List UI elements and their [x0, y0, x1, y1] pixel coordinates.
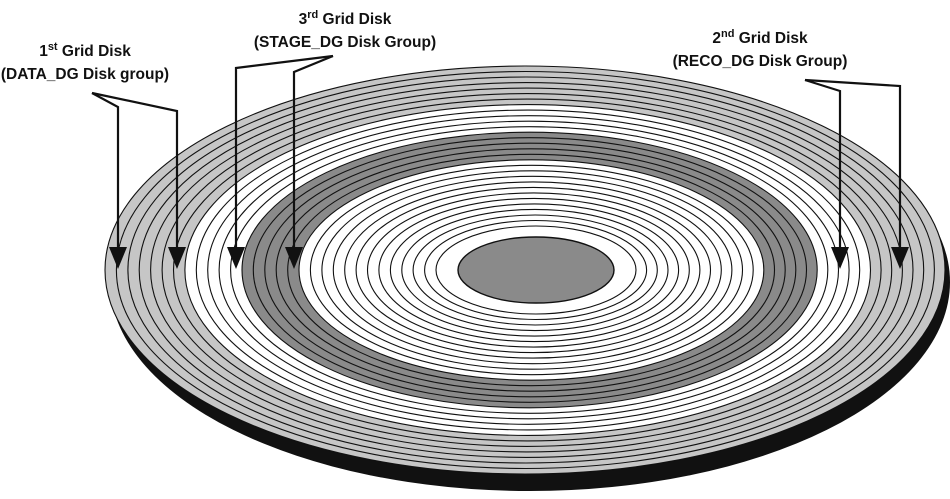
- arrow-disk3-inner-head: [285, 247, 303, 269]
- disk3-ordinal: 3: [299, 11, 308, 28]
- disk2-group: (RECO_DG Disk Group): [673, 53, 848, 70]
- disk1-group: (DATA_DG Disk group): [1, 66, 169, 83]
- arrow-disk1-outer-leader: [91, 92, 120, 252]
- label-disk3: 3rd Grid Disk (STAGE_DG Disk Group): [254, 9, 436, 51]
- disk1-title: Grid Disk: [58, 43, 132, 60]
- disk2-ordinal-suffix: nd: [721, 28, 734, 40]
- arrow-disk3-inner-leader: [292, 54, 334, 252]
- disk1-ordinal-suffix: st: [48, 41, 58, 53]
- arrow-disk1-inner-leader: [91, 91, 179, 252]
- arrow-disk3-outer-leader: [234, 54, 334, 252]
- disk3-ordinal-suffix: rd: [307, 9, 318, 21]
- arrow-disk1-inner-head: [168, 247, 186, 269]
- label-disk1: 1st Grid Disk (DATA_DG Disk group): [1, 41, 169, 83]
- arrow-disk3-outer-head: [227, 247, 245, 269]
- svg-text:2nd Grid Disk: 2nd Grid Disk: [712, 28, 808, 47]
- leader-arrows: [91, 54, 909, 269]
- arrow-disk2-outer-leader: [804, 78, 902, 252]
- arrow-disk1-outer-head: [109, 247, 127, 269]
- arrow-disk2-inner-head: [831, 247, 849, 269]
- disk2-ordinal: 2: [712, 30, 721, 47]
- arrow-disk2-inner-leader: [804, 78, 842, 252]
- svg-text:1st Grid Disk: 1st Grid Disk: [39, 41, 131, 60]
- svg-text:3rd Grid Disk: 3rd Grid Disk: [299, 9, 392, 28]
- disk3-title: Grid Disk: [318, 11, 392, 28]
- arrow-disk2-outer-head: [891, 247, 909, 269]
- platter-hub: [457, 236, 615, 304]
- label-disk2: 2nd Grid Disk (RECO_DG Disk Group): [673, 28, 848, 70]
- disk2-title: Grid Disk: [734, 30, 808, 47]
- disk1-ordinal: 1: [39, 43, 48, 60]
- disk3-group: (STAGE_DG Disk Group): [254, 34, 436, 51]
